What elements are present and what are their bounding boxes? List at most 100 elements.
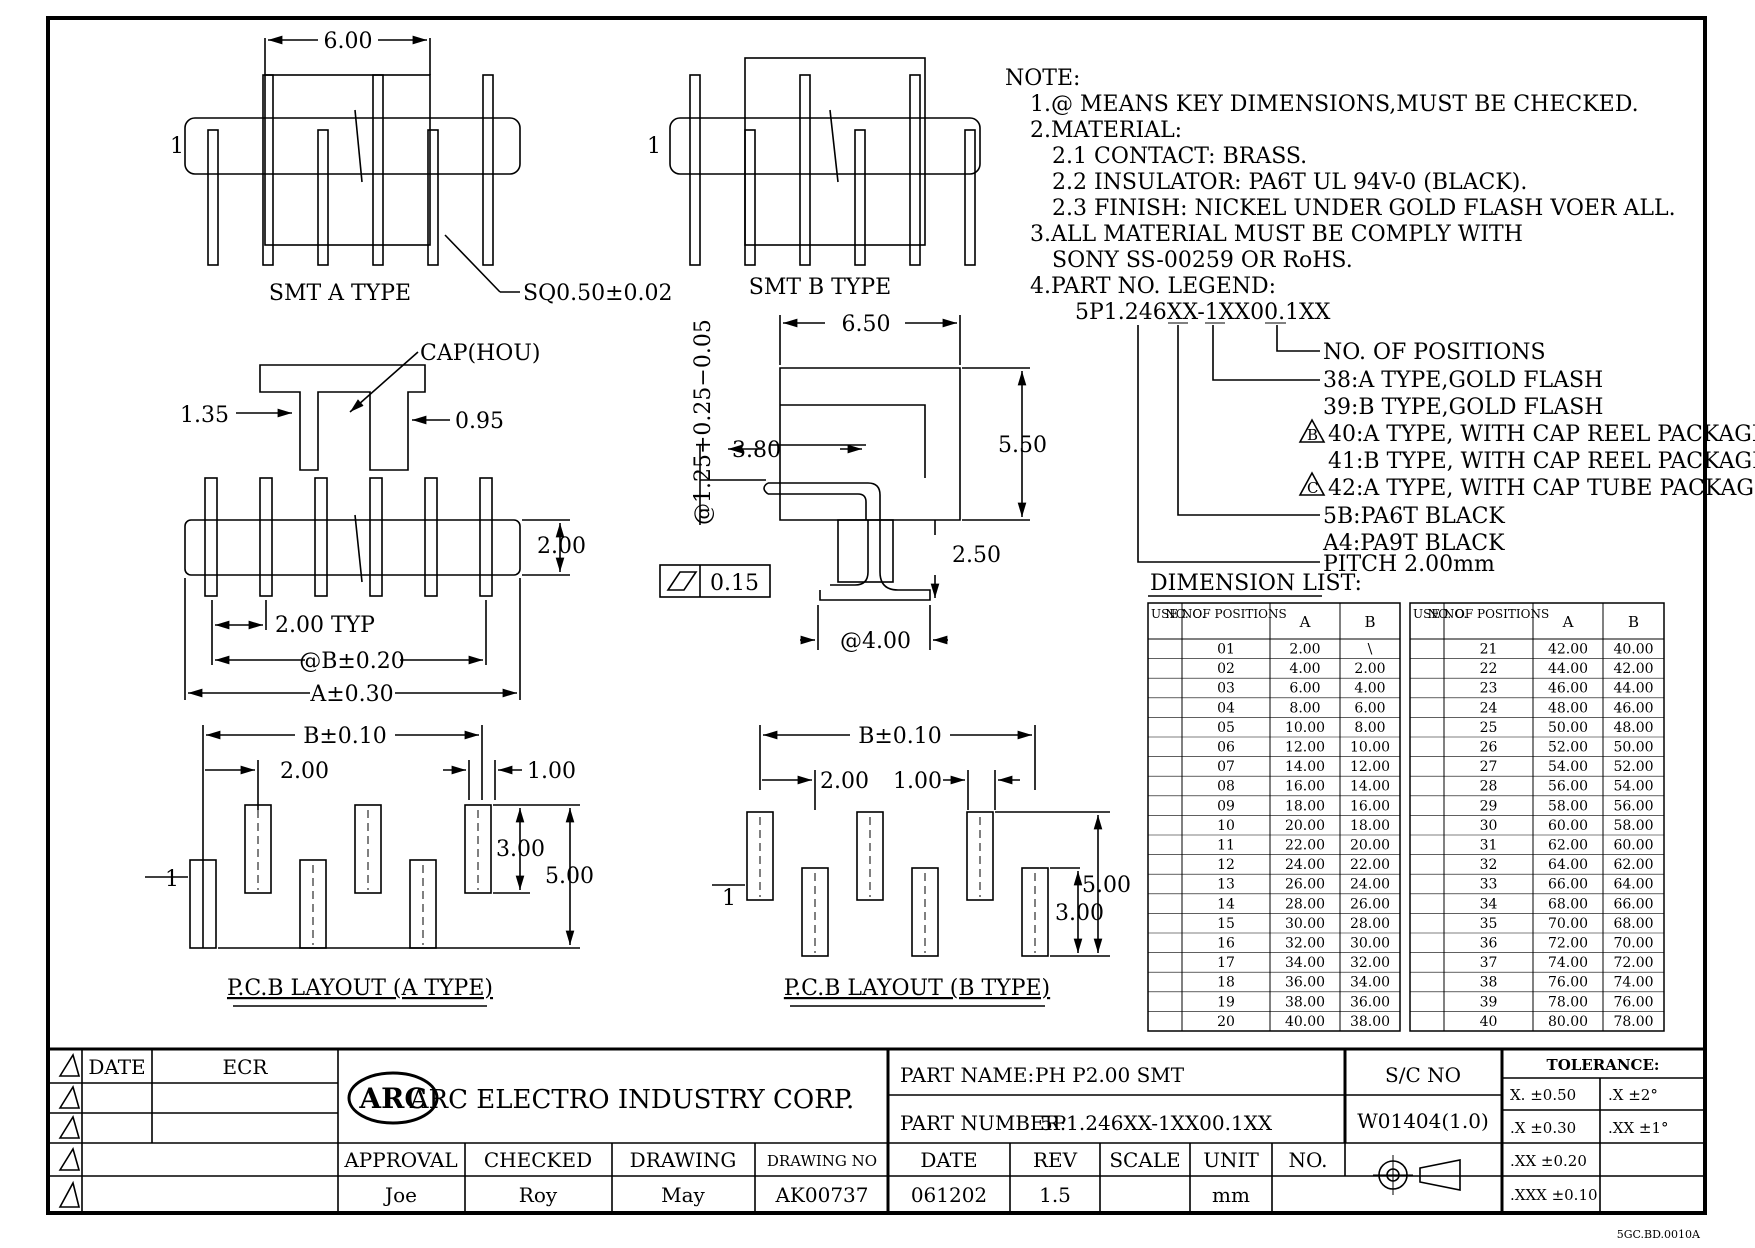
dim-table-cell-positions: 08 [1217, 779, 1235, 795]
note-line: SONY SS-00259 OR RoHS. [1052, 248, 1353, 273]
dim-table-cell-b: 58.00 [1613, 818, 1653, 834]
dim-table-cell-positions: 31 [1480, 838, 1498, 854]
dim-table-cell-positions: 09 [1217, 798, 1235, 814]
dim-table-cell-a: 48.00 [1548, 700, 1588, 716]
dim-table-cell-b: 74.00 [1613, 975, 1653, 991]
dim-table-cell-a: 4.00 [1289, 661, 1320, 677]
tolerance-value: .X ±0.30 [1510, 1119, 1576, 1137]
dim-table-header: USE NO. [1413, 607, 1467, 621]
tolerance-value: .XX ±1° [1608, 1119, 1669, 1137]
dim-table-cell-positions: 32 [1480, 857, 1498, 873]
dim-table-cell-b: 30.00 [1350, 936, 1390, 952]
arc-logo [347, 1071, 439, 1125]
side-view: 6.50 5.50 3.80 @1.25+0.25−0.05 2.50 0.15… [659, 312, 1047, 654]
rev-triangle [58, 1085, 81, 1109]
sc-no-label: S/C NO [1385, 1063, 1461, 1087]
legend-item: NO. OF POSITIONS [1323, 340, 1546, 365]
dim-table-header: NO. OF POSITIONS [1165, 607, 1286, 621]
dim-table-cell-a: 32.00 [1285, 936, 1325, 952]
cap-label: CAP(HOU) [420, 341, 540, 366]
part-name: PH P2.00 SMT [1035, 1063, 1185, 1087]
dim-table-cell-positions: 05 [1217, 720, 1235, 736]
dim-3-80: 3.80 [732, 438, 781, 463]
dim-table-cell-a: 54.00 [1548, 759, 1588, 775]
dim-table-cell-a: 8.00 [1289, 700, 1320, 716]
dim-table-cell-a: 56.00 [1548, 779, 1588, 795]
dim-a: A±0.30 [309, 682, 393, 707]
dim-table-cell-positions: 03 [1217, 681, 1235, 697]
dim-table-header: USE NO. [1151, 607, 1205, 621]
dim-table-cell-b: 70.00 [1613, 936, 1653, 952]
checked-value: Roy [519, 1183, 558, 1207]
legend-item: 39:B TYPE,GOLD FLASH [1323, 395, 1604, 420]
dim-table-cell-b: 78.00 [1613, 1014, 1653, 1030]
dim-table-cell-b: 2.00 [1354, 661, 1385, 677]
rev-label: REV [1033, 1148, 1078, 1172]
company-name: ARC ELECTRO INDUSTRY CORP. [409, 1085, 855, 1115]
dim-table-cell-a: 44.00 [1548, 661, 1588, 677]
dim-table-cell-a: 34.00 [1285, 955, 1325, 971]
rev-triangle [58, 1180, 81, 1208]
tolerance-value: X. ±0.50 [1510, 1086, 1576, 1104]
legend-item: 42:A TYPE, WITH CAP TUBE PACKAGE [1328, 476, 1755, 501]
dim-table-cell-b: 62.00 [1613, 857, 1653, 873]
dim-table-cell-a: 72.00 [1548, 936, 1588, 952]
dim-table-cell-a: 50.00 [1548, 720, 1588, 736]
dim-table-cell-positions: 04 [1217, 700, 1235, 716]
dim-table-cell-b: 4.00 [1354, 681, 1385, 697]
sc-no: W01404(1.0) [1357, 1109, 1489, 1133]
dim-table-cell-positions: 19 [1217, 994, 1235, 1010]
dim-table-cell-b: 68.00 [1613, 916, 1653, 932]
rev-mark-b: B [1307, 426, 1318, 444]
dim-table-header: NO. OF POSITIONS [1428, 607, 1549, 621]
legend-code: 5P1.246XX-1XX00.1XX [1075, 300, 1331, 325]
dim-table-cell-positions: 01 [1217, 642, 1235, 658]
dim-table-cell-positions: 33 [1480, 877, 1498, 893]
pcb-a-width: 1.00 [527, 759, 576, 784]
dim-table-cell-b: 44.00 [1613, 681, 1653, 697]
note-line: 2.2 INSULATOR: PA6T UL 94V-0 (BLACK). [1052, 170, 1527, 195]
rev-value: 1.5 [1039, 1183, 1071, 1207]
dim-table-cell-positions: 11 [1217, 838, 1235, 854]
dim-table-frame [1409, 602, 1665, 1032]
approval-label: APPROVAL [343, 1148, 457, 1172]
dim-table-cell-a: 18.00 [1285, 798, 1325, 814]
dim-table-cell-positions: 06 [1217, 740, 1235, 756]
pcb-layout-b: B±0.10 2.00 1.00 1 3.00 5.00 P.C.B LAYOU… [712, 724, 1131, 1007]
dim-table-header: B [1364, 613, 1375, 631]
front-view: CAP(HOU) 1.35 0.95 2.00 2.00 TYP @B±0.20… [180, 341, 586, 707]
tolerance-label: TOLERANCE: [1547, 1056, 1660, 1074]
dim-table-cell-positions: 38 [1480, 975, 1498, 991]
dim-table-cell-b: 32.00 [1350, 955, 1390, 971]
dim-table-cell-a: 6.00 [1289, 681, 1320, 697]
dim-table-cell-b: 50.00 [1613, 740, 1653, 756]
dim-table-cell-a: 60.00 [1548, 818, 1588, 834]
dim-b: @B±0.20 [299, 649, 405, 674]
dim-table-cell-positions: 16 [1217, 936, 1235, 952]
rev-triangle [58, 1147, 81, 1171]
dim-table-cell-b: 26.00 [1350, 896, 1390, 912]
dim-table-cell-a: 66.00 [1548, 877, 1588, 893]
dim-table-cell-positions: 26 [1480, 740, 1498, 756]
dim-table-cell-a: 58.00 [1548, 798, 1588, 814]
dim-table-cell-a: 2.00 [1289, 642, 1320, 658]
dim-table-cell-b: 22.00 [1350, 857, 1390, 873]
dim-table-cell-a: 20.00 [1285, 818, 1325, 834]
dim-table-cell-b: 28.00 [1350, 916, 1390, 932]
dim-0-95: 0.95 [455, 409, 504, 434]
smt-b-view: 1 SMT B TYPE [647, 57, 981, 300]
dim-table-cell-a: 64.00 [1548, 857, 1588, 873]
dim-table-cell-positions: 29 [1480, 798, 1498, 814]
dim-table-cell-positions: 15 [1217, 916, 1235, 932]
dim-table-cell-positions: 02 [1217, 661, 1235, 677]
dim-table-cell-b: 56.00 [1613, 798, 1653, 814]
dim-table-cell-b: 6.00 [1354, 700, 1385, 716]
dim-table-cell-a: 68.00 [1548, 896, 1588, 912]
pcb-b-pitch: 2.00 [820, 769, 869, 794]
dim-table-cell-b: 38.00 [1350, 1014, 1390, 1030]
dim-table-cell-positions: 17 [1217, 955, 1235, 971]
flatness-value: 0.15 [710, 571, 759, 596]
